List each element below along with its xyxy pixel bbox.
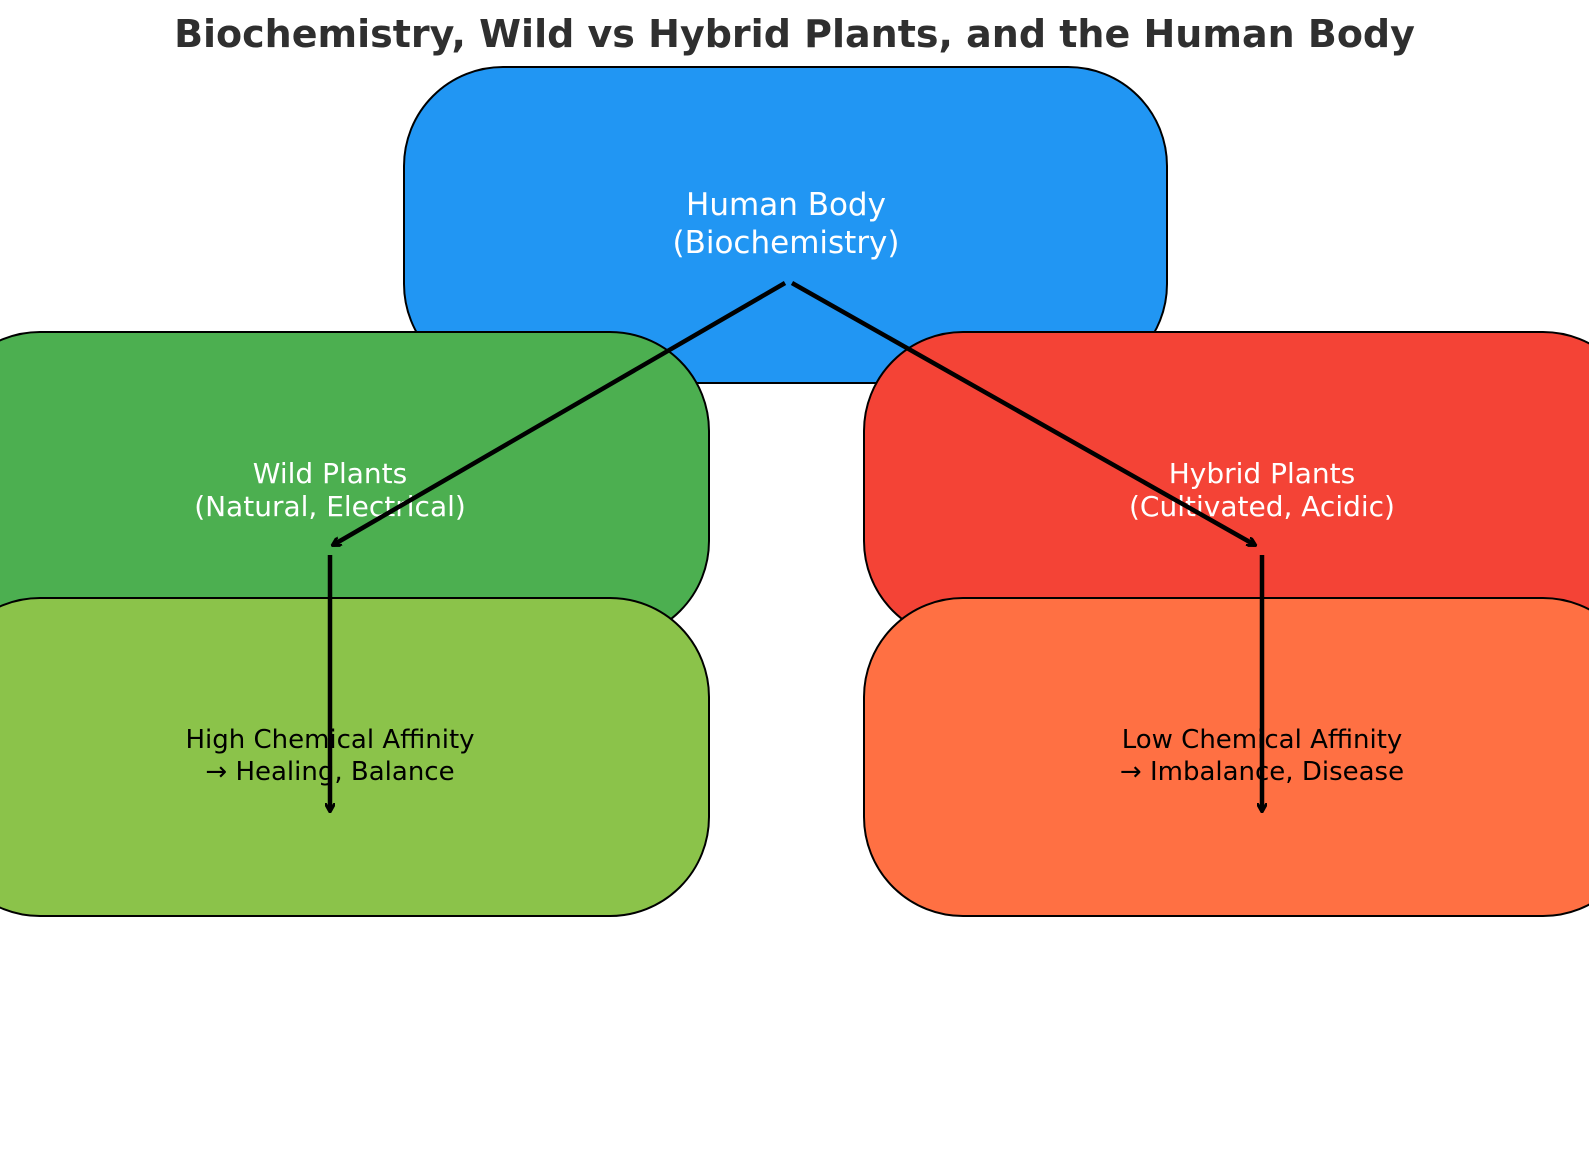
low-chemical-affinity-label: Low Chemical Affinity → Imbalance, Disea…: [1119, 725, 1405, 787]
hybrid-plants-label: Hybrid Plants (Cultivated, Acidic): [1129, 457, 1395, 523]
human-body-label: Human Body (Biochemistry): [672, 187, 900, 261]
low-chemical-affinity-node: [863, 597, 1589, 917]
diagram-title: Biochemistry, Wild vs Hybrid Plants, and…: [174, 12, 1415, 56]
high-chemical-affinity-node: [0, 597, 710, 917]
high-chemical-affinity-label: High Chemical Affinity → Healing, Balanc…: [185, 725, 475, 787]
wild-plants-label: Wild Plants (Natural, Electrical): [194, 457, 466, 523]
